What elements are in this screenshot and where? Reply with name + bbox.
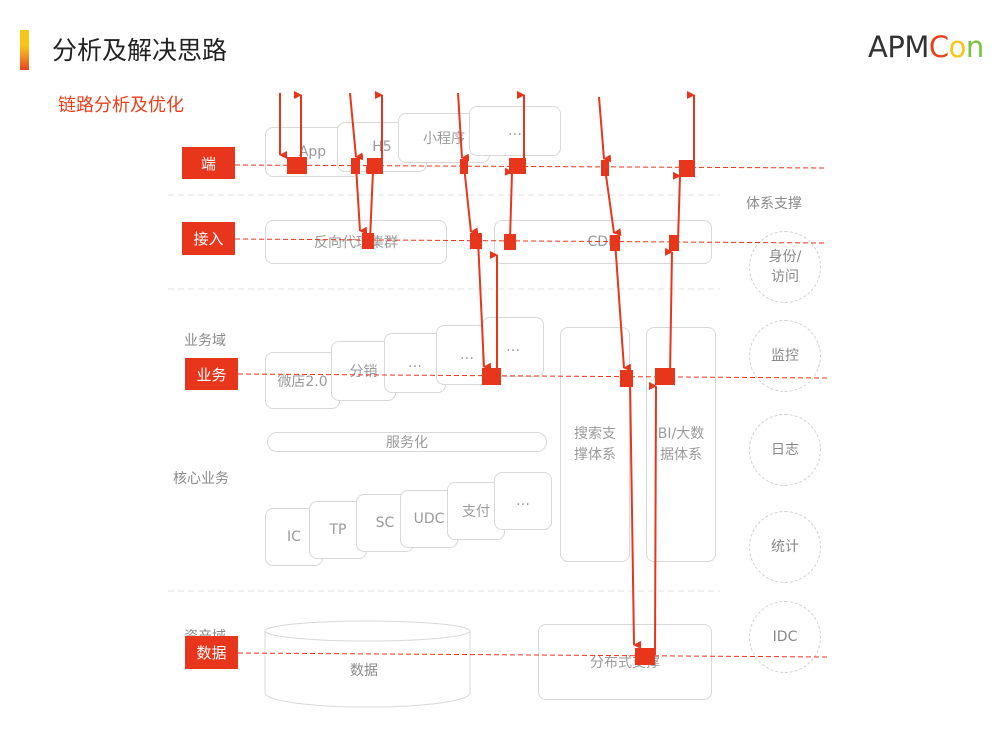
support-monitor-label: 监控: [771, 348, 799, 364]
support-identity-label: 身份/访问: [768, 249, 802, 285]
support-log-circle: 日志: [749, 414, 821, 486]
layer-label-data: 数据: [185, 636, 238, 669]
core-sc-label: SC: [375, 515, 395, 531]
layer-dashed-lines: [234, 164, 829, 658]
support-stats-circle: 统计: [749, 511, 821, 583]
support-idc-label: IDC: [772, 629, 798, 645]
reverse-proxy-label: 反向代理集群: [314, 235, 398, 251]
core-tp-label: TP: [329, 522, 347, 538]
core-udc-label: UDC: [413, 511, 445, 527]
business-more-box-1: …: [384, 333, 446, 393]
support-monitor-circle: 监控: [749, 320, 821, 392]
client-more-box: …: [469, 106, 561, 156]
search-platform-label: 搜索支撑体系: [574, 425, 616, 463]
support-identity-circle: 身份/访问: [749, 231, 821, 303]
support-log-label: 日志: [771, 442, 799, 458]
flow-nodes: [287, 157, 695, 665]
fenxiao-label: 分销: [349, 364, 378, 380]
support-stats-label: 统计: [771, 539, 799, 555]
business-more-label-1: …: [408, 355, 422, 371]
layer-label-business: 业务: [185, 358, 238, 390]
bi-platform-box: BI/大数据体系: [646, 327, 716, 562]
reverse-proxy-box: 反向代理集群: [265, 220, 447, 264]
layer-label-client: 端: [182, 147, 235, 179]
business-more-label-3: …: [506, 339, 520, 355]
client-app-label: App: [298, 144, 327, 160]
bi-platform-label: BI/大数据体系: [657, 425, 705, 463]
business-domain-label: 业务域: [184, 333, 226, 349]
weidian-box: 微店2.0: [265, 352, 340, 409]
weidian-label: 微店2.0: [277, 373, 328, 390]
client-more-label: …: [508, 123, 522, 139]
core-more-box: …: [494, 472, 552, 530]
service-layer-label: 服务化: [386, 435, 428, 451]
layer-label-access: 接入: [182, 222, 235, 255]
support-idc-circle: IDC: [749, 601, 821, 673]
page-title: 分析及解决思路: [52, 36, 228, 65]
database-label: 数据: [350, 663, 378, 679]
distributed-support-box: 分布式支撑: [538, 624, 712, 700]
core-business-label: 核心业务: [173, 471, 229, 487]
business-more-box-3: …: [482, 317, 544, 377]
core-pay-label: 支付: [462, 504, 490, 520]
search-platform-box: 搜索支撑体系: [560, 327, 630, 562]
section-subtitle: 链路分析及优化: [58, 95, 184, 116]
apmcon-logo: APMCon: [868, 30, 984, 64]
title-accent-bar: [20, 30, 29, 70]
client-miniprogram-label: 小程序: [423, 131, 465, 147]
core-more-label: …: [516, 493, 530, 509]
support-title: 体系支撑: [746, 196, 802, 212]
service-layer-bar: 服务化: [267, 432, 547, 452]
flow-arrows: [279, 91, 695, 656]
core-ic-label: IC: [287, 529, 301, 545]
business-more-label-2: …: [460, 347, 474, 363]
